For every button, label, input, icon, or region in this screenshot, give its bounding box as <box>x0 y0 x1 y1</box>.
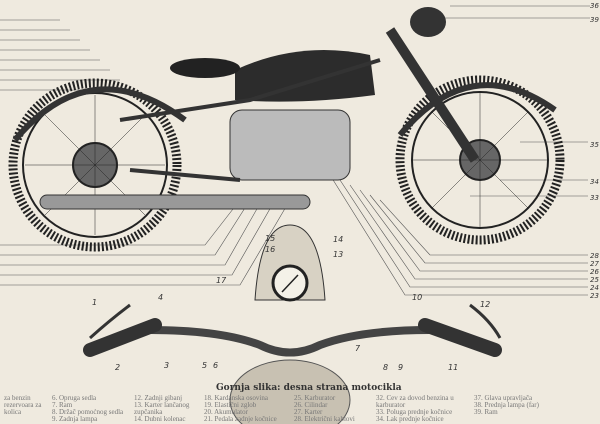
callout-number: 2 <box>115 363 120 372</box>
callout-number: 35 <box>590 141 599 149</box>
callout-number: 17 <box>216 276 227 285</box>
callout-number: 10 <box>412 293 422 302</box>
front-wheel <box>395 75 565 245</box>
legend-item: 21. Pedala zadnje kočnice <box>204 415 277 423</box>
callout-number: 1 <box>92 298 97 307</box>
callout-number: 27 <box>590 260 599 268</box>
rear-fender <box>12 86 187 142</box>
legend-item: 37. Glava upravljača <box>474 394 533 402</box>
callout-number: 28 <box>590 252 599 260</box>
figure-caption: Gornja slika: desna strana motocikla <box>216 383 402 393</box>
callout-number: 24 <box>590 284 599 292</box>
rear-wheel <box>8 78 182 252</box>
legend-item: 39. Ram <box>474 408 498 416</box>
callout-number: 13 <box>333 250 343 259</box>
legend-item: 27. Karter <box>294 408 323 416</box>
callout-number: 9 <box>398 363 403 372</box>
legend-item: 25. Karburator <box>294 394 336 402</box>
frame <box>119 58 381 182</box>
legend-item: 19. Elastični zglob <box>204 401 257 409</box>
callout-number: 34 <box>590 178 599 186</box>
seat <box>170 58 240 78</box>
callout-number: 16 <box>265 245 275 254</box>
exhaust <box>39 194 311 210</box>
legend-item: 9. Zadnja lampa <box>52 415 98 423</box>
callout-number: 3 <box>164 361 169 370</box>
callout-number: 25 <box>590 276 599 284</box>
callout-number: 12 <box>480 300 490 309</box>
handlebar-view <box>83 224 502 424</box>
callout-number: 23 <box>590 292 599 300</box>
legend-item: 13. Karter lančanog zupčanika <box>134 401 190 416</box>
callout-number: 6 <box>213 361 218 370</box>
callout-number: 39 <box>590 16 599 24</box>
front-fork <box>385 27 480 163</box>
legend-item: 38. Prednja lampa (far) <box>474 401 539 409</box>
callout-number: 14 <box>333 235 343 244</box>
front-fender <box>397 82 557 137</box>
callout-number: 11 <box>448 363 458 372</box>
fuel-tank <box>235 50 375 102</box>
legend-item: 14. Dubni kolenac <box>134 415 186 423</box>
callout-number: 7 <box>355 344 361 353</box>
callout-number: 4 <box>158 293 163 302</box>
headlamp <box>410 7 446 37</box>
legend-item: 32. Cev za dovod benzina u karburator <box>376 394 454 409</box>
legend-item: 18. Kardanska osovina <box>204 394 268 402</box>
callout-number: 15 <box>265 234 275 243</box>
legend-item: 34. Lak prednje kočnice <box>376 415 444 423</box>
legend-item: 33. Poluga prednje kočnice <box>376 408 453 416</box>
callout-number: 26 <box>590 268 599 276</box>
callout-number: 5 <box>202 361 207 370</box>
engine <box>229 109 351 181</box>
legend-item: 8. Držač pomoćnog sedla <box>52 408 124 416</box>
legend-item: 12. Zadnji gibanj <box>134 394 183 402</box>
legend-item: rezervoara za <box>4 401 42 409</box>
callout-number: 8 <box>383 363 388 372</box>
legend-item: 26. Cilindar <box>294 401 328 409</box>
legend-item: 28. Električni kablovi <box>294 415 355 423</box>
legend-item: 7. Ram <box>52 401 73 409</box>
callout-number: 36 <box>590 2 599 10</box>
legend-item: za benzin <box>4 394 31 402</box>
legend-item: kolica <box>4 408 22 416</box>
legend-item: 20. Akumulator <box>204 408 248 416</box>
legend-item: 6. Opruga sedla <box>52 394 97 402</box>
callout-number: 33 <box>590 194 599 202</box>
leader-lines <box>0 5 590 296</box>
